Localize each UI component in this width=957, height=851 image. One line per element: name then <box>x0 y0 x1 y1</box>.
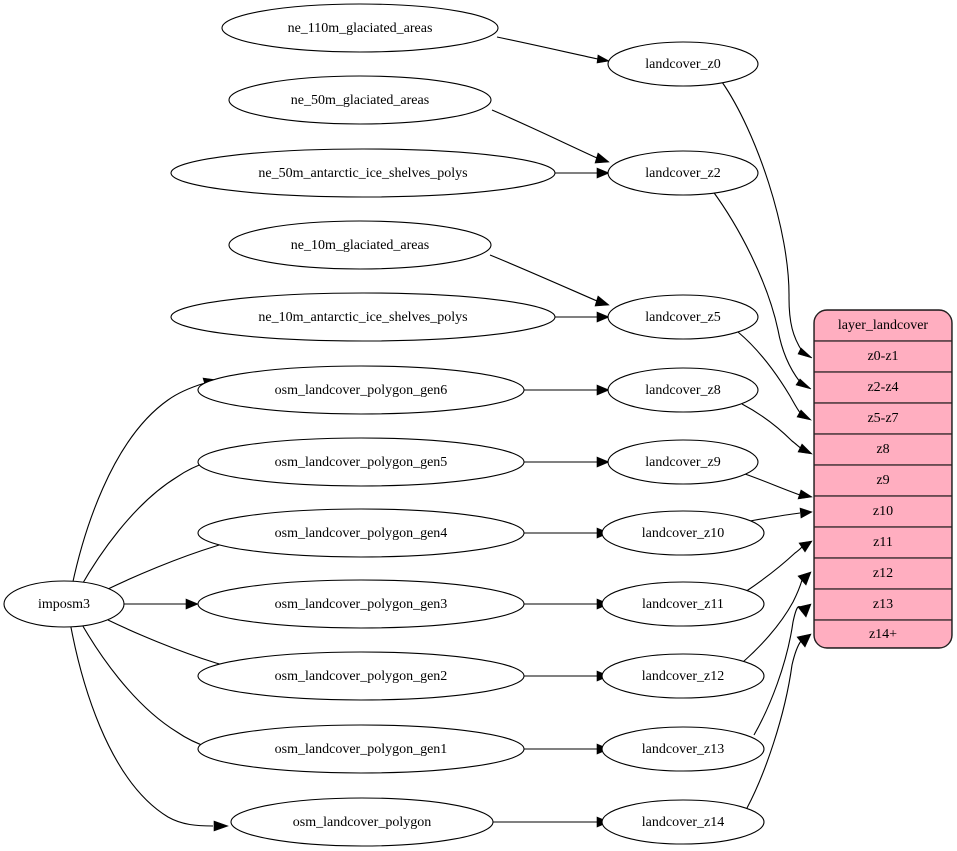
node-landcover-z2[interactable]: landcover_z2 <box>607 150 759 196</box>
edge-z5-to-row-z5z7 <box>737 331 812 421</box>
edge-ne110m-to-z0 <box>496 36 610 64</box>
edge-gen2-to-z12 <box>524 670 610 682</box>
edge-z8-to-row-z8 <box>741 403 813 455</box>
node-osm-landcover-polygon-gen1[interactable]: osm_landcover_polygon_gen1 <box>197 724 525 774</box>
node-landcover-z8[interactable]: landcover_z8 <box>607 367 759 413</box>
node-osm-landcover-polygon[interactable]: osm_landcover_polygon <box>230 797 494 847</box>
edge-gen3-to-z11 <box>524 598 610 610</box>
osm-node-group: osm_landcover_polygon_gen6 osm_landcover… <box>197 365 525 847</box>
edge-z12-to-row-z12 <box>742 571 812 663</box>
node-landcover-z10[interactable]: landcover_z10 <box>601 510 765 556</box>
table-row-cell <box>814 619 952 648</box>
edge-z9-to-row-z9 <box>744 473 813 500</box>
table-row-cell <box>814 495 952 528</box>
table-row-cell <box>814 433 952 466</box>
edge-z13-to-row-z13 <box>753 603 812 736</box>
node-landcover-z13[interactable]: landcover_z13 <box>601 726 765 772</box>
node-ne-50m-antarctic-ice-shelves-polys[interactable]: ne_50m_antarctic_ice_shelves_polys <box>170 148 556 198</box>
edge-imposm3-to-gen3 <box>124 598 199 610</box>
node-landcover-z0[interactable]: landcover_z0 <box>607 41 759 87</box>
table-row-cell <box>814 588 952 621</box>
table-row-cell <box>814 371 952 404</box>
edge-ne50m-antarctic-to-z2 <box>555 167 610 179</box>
node-osm-landcover-polygon-gen6[interactable]: osm_landcover_polygon_gen6 <box>197 365 525 415</box>
edge-imposm3-to-gen6 <box>71 377 218 587</box>
edge-z14-to-row-z14plus <box>746 633 812 809</box>
node-osm-landcover-polygon-gen4[interactable]: osm_landcover_polygon_gen4 <box>197 508 525 558</box>
edge-gen4-to-z10 <box>524 527 610 539</box>
table-header-cell <box>814 310 952 342</box>
node-osm-landcover-polygon-gen2[interactable]: osm_landcover_polygon_gen2 <box>197 651 525 701</box>
node-landcover-z12[interactable]: landcover_z12 <box>601 653 765 699</box>
table-row-cell <box>814 340 952 373</box>
node-landcover-z11[interactable]: landcover_z11 <box>601 581 765 627</box>
edge-gen1-to-z13 <box>524 743 610 755</box>
node-osm-landcover-polygon-gen5[interactable]: osm_landcover_polygon_gen5 <box>197 437 525 487</box>
node-landcover-z14[interactable]: landcover_z14 <box>601 799 765 845</box>
node-ne-10m-antarctic-ice-shelves-polys[interactable]: ne_10m_antarctic_ice_shelves_polys <box>170 292 556 342</box>
node-ne-50m-glaciated-areas[interactable]: ne_50m_glaciated_areas <box>228 75 492 125</box>
edge-ne10m-glaciated-to-z5 <box>489 254 610 307</box>
edge-gen5-to-z9 <box>524 456 610 468</box>
node-ne-10m-glaciated-areas[interactable]: ne_10m_glaciated_areas <box>228 220 492 270</box>
edge-polygon-to-z14 <box>493 816 610 828</box>
table-row-cell <box>814 402 952 435</box>
edge-layer <box>69 36 813 832</box>
natural-earth-node-group: ne_110m_glaciated_areas ne_50m_glaciated… <box>170 3 556 342</box>
layer-landcover-table[interactable]: layer_landcover z0-z1 z2-z4 z5-z7 z8 z9 … <box>813 309 953 649</box>
node-imposm3[interactable]: imposm3 <box>3 580 125 628</box>
edge-imposm3-to-gen5 <box>79 455 223 589</box>
edge-z2-to-row-z2z4 <box>711 189 812 390</box>
node-landcover-z9[interactable]: landcover_z9 <box>607 439 759 485</box>
edge-imposm3-to-gen1 <box>79 620 223 754</box>
table-row-cell <box>814 526 952 559</box>
table-row-cell <box>814 557 952 590</box>
edge-ne10m-antarctic-to-z5 <box>555 311 610 323</box>
edge-gen6-to-z8 <box>524 384 610 396</box>
edge-z11-to-row-z11 <box>744 540 813 593</box>
node-osm-landcover-polygon-gen3[interactable]: osm_landcover_polygon_gen3 <box>197 579 525 629</box>
node-ne-110m-glaciated-areas[interactable]: ne_110m_glaciated_areas <box>221 3 499 53</box>
table-outline <box>813 309 953 649</box>
landcover-node-group: landcover_z0 landcover_z2 landcover_z5 l… <box>601 41 765 845</box>
node-landcover-z5[interactable]: landcover_z5 <box>607 294 759 340</box>
table-row-cell <box>814 464 952 497</box>
edge-z10-to-row-z10 <box>749 507 813 522</box>
edge-imposm3-to-polygon <box>69 621 229 832</box>
edge-ne50m-glaciated-to-z2 <box>491 109 610 164</box>
edge-z0-to-row-z0z1 <box>721 81 813 359</box>
